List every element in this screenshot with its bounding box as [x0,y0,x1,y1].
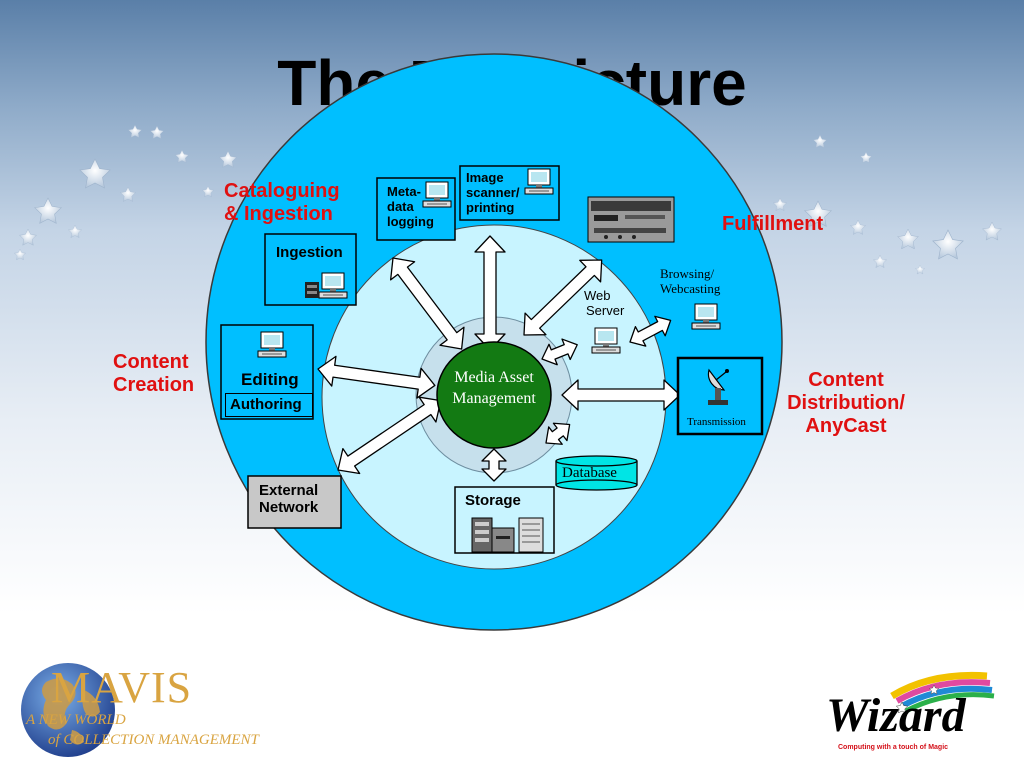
computer-icon [524,168,554,195]
arrow-editing [317,355,436,399]
arrow-web-server [523,259,603,336]
authoring-label: Authoring [230,396,302,413]
mavis-tagline-1: A NEW WORLD [26,712,126,728]
wizard-tagline: Computing with a touch of Magic [838,744,949,751]
database-label: Database [562,465,617,481]
wizard-name: Wizard [826,689,966,742]
wizard-logo: Wizard Computing with a touch of Magic [822,668,1007,758]
ingestion-label: Ingestion [276,244,343,261]
database-cylinder [555,455,638,491]
tape-deck-icon [305,282,319,298]
computer-icon [591,327,621,354]
fulfillment-label: Fulfillment [722,213,824,235]
server-rack-icon [471,517,544,553]
cataloguing-label: Cataloguing& Ingestion [224,180,340,225]
authoring-box [225,393,313,417]
satellite-dish-icon [707,368,729,405]
computer-icon [257,331,287,358]
browsing-webcasting-label: Browsing/Webcasting [660,266,721,296]
transmission-label: Transmission [687,416,746,428]
vcr-deck-icon [587,196,675,243]
arrow-metadata [389,257,465,350]
computer-icon [318,272,348,299]
storage-label: Storage [465,492,521,509]
mavis-name: MAVIS [51,663,193,712]
arrow-storage [481,448,507,482]
arrow-database [545,422,571,445]
computer-icon [691,303,721,330]
media-asset-management-node [436,341,552,449]
globe-icon [21,663,115,757]
arrow-web-server-small [541,338,578,366]
arrow-browsing [629,315,672,347]
editing-label: Editing [241,370,299,389]
mavis-logo: MAVIS A NEW WORLD of COLLECTION MANAGEME… [18,660,288,760]
star-icon [895,684,940,714]
mavis-tagline-2: of COLLECTION MANAGEMENT [48,732,259,748]
